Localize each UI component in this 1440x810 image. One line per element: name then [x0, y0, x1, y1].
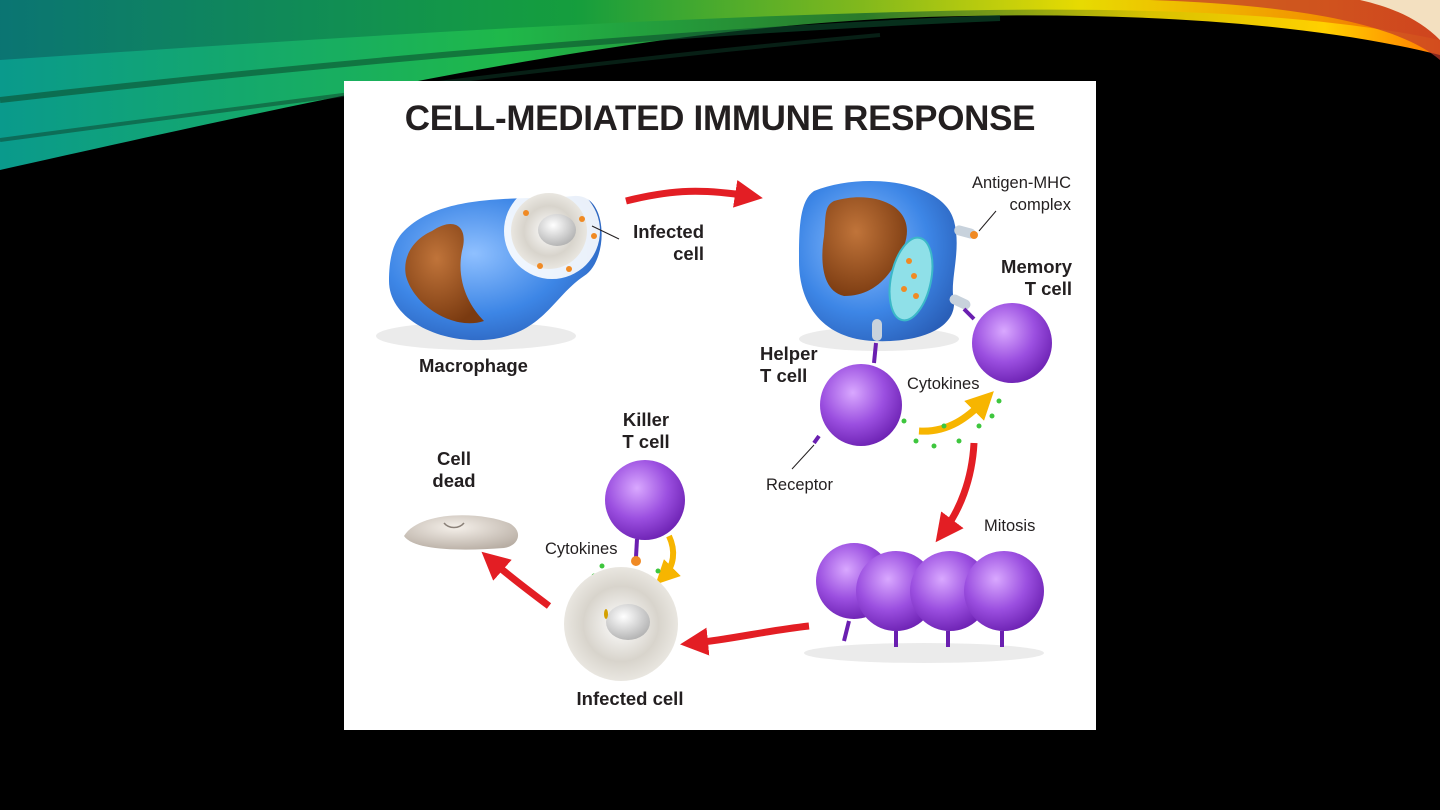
cytokines-helper-memory [901, 391, 1002, 449]
antigen-presenting-macrophage [799, 181, 978, 351]
label-receptor: Receptor [766, 476, 833, 494]
infected-cell-bottom [564, 567, 678, 681]
figure-title: CELL-MEDIATED IMMUNE RESPONSE [404, 99, 1036, 138]
dead-cell [404, 515, 519, 550]
label-cytokines-right: Cytokines [907, 375, 980, 393]
macrophage-cell [376, 183, 602, 350]
arrow-to-infected-cell [680, 622, 810, 656]
helper-t-cell [812, 342, 902, 446]
memory-t-cell [962, 303, 1052, 383]
label-cytokines-left: Cytokines [545, 540, 618, 558]
arrow-to-dead-cell [481, 551, 552, 609]
dividing-t-cells [804, 543, 1044, 663]
arrow-macrophage-to-presenting [625, 180, 763, 208]
killer-t-cell [591, 460, 685, 585]
label-macrophage: Macrophage [419, 355, 528, 376]
diagram-canvas [376, 180, 1052, 681]
arrow-to-mitosis [935, 442, 978, 543]
label-mitosis: Mitosis [984, 517, 1036, 535]
label-infected-cell-bottom: Infected cell [576, 688, 684, 709]
